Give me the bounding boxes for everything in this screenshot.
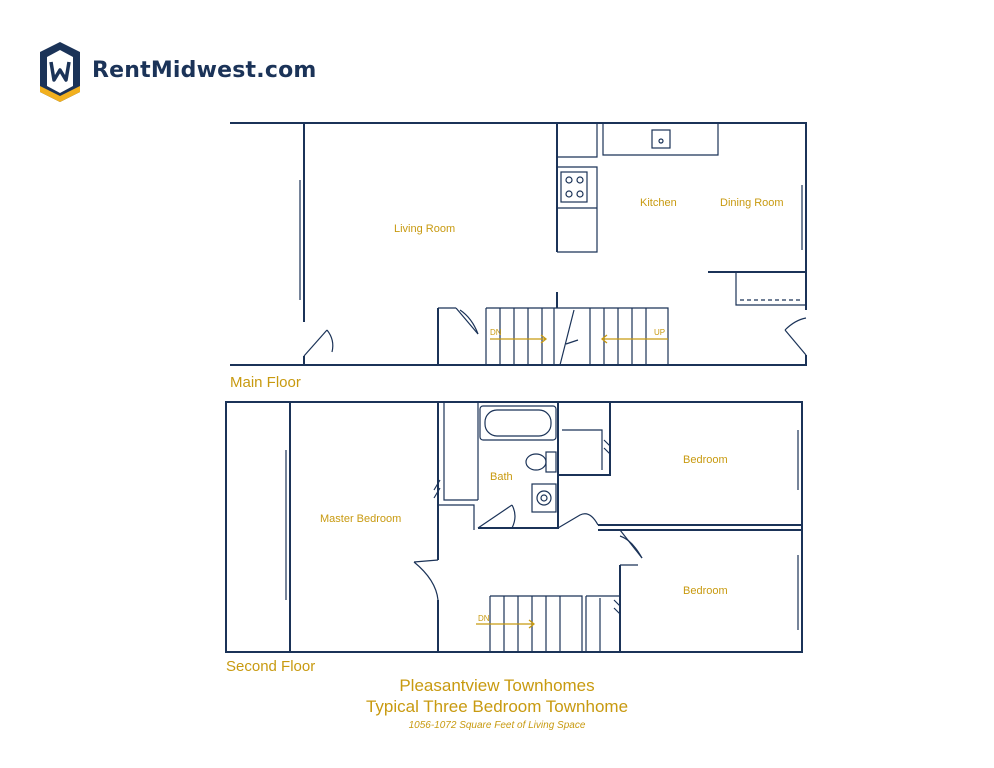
sink-icon: [651, 129, 671, 149]
bath-sink-icon: [531, 483, 557, 513]
floor-label-second: Second Floor: [226, 658, 316, 675]
room-label-kitchen: Kitchen: [640, 197, 677, 209]
bathtub-icon: [479, 405, 557, 441]
room-label-bedroom-2: Bedroom: [683, 585, 728, 597]
living-area: 1056-1072 Square Feet of Living Space: [408, 720, 586, 731]
brand-logo[interactable]: [38, 40, 318, 104]
floor-label-main: Main Floor: [230, 374, 301, 391]
toilet-icon: [525, 451, 557, 473]
brand-name: RentMidwest.com: [92, 58, 317, 83]
unit-type: Typical Three Bedroom Townhome: [365, 697, 629, 716]
main-stairs-treads: [499, 308, 647, 366]
room-label-master: Master Bedroom: [320, 513, 402, 525]
stair-label-up-main: UP: [654, 328, 666, 337]
logo-shield-icon: [40, 42, 80, 102]
property-name: Pleasantview Townhomes: [399, 676, 595, 695]
stair-label-dn-second: DN: [478, 614, 490, 623]
room-label-living: Living Room: [394, 223, 456, 235]
second-floor-plan: [225, 401, 803, 653]
stove-icon: [560, 171, 588, 203]
room-label-bedroom-1: Bedroom: [683, 454, 728, 466]
stair-label-dn-main: DN: [490, 328, 502, 337]
room-label-dining: Dining Room: [720, 197, 784, 209]
stair-arrows: [476, 334, 668, 629]
room-label-bath: Bath: [490, 471, 513, 483]
main-floor-plan: [230, 122, 807, 366]
